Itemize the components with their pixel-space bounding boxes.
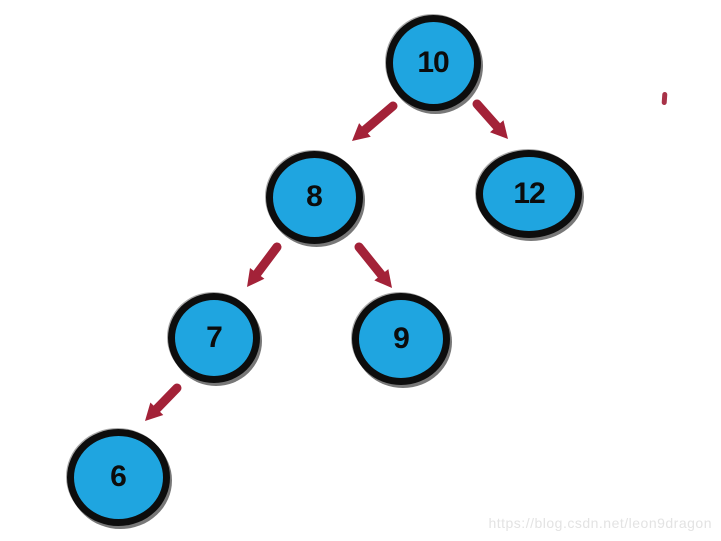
tree-node-12: 12	[476, 150, 582, 238]
tree-edge-n7-n6	[145, 383, 182, 421]
tree-edge-n10-n12	[472, 99, 508, 139]
watermark-text: https://blog.csdn.net/leon9dragon	[488, 515, 712, 531]
tree-edge-n10-n8	[352, 101, 398, 141]
tree-edge-n8-n9	[354, 242, 392, 288]
tree-node-label: 8	[306, 180, 323, 213]
tree-node-7: 7	[168, 293, 260, 383]
stray-pen-mark	[661, 91, 668, 106]
tree-edge-n8-n7	[247, 242, 282, 287]
tree-node-9: 9	[352, 293, 450, 385]
tree-node-10: 10	[385, 15, 481, 111]
tree-node-8: 8	[265, 150, 363, 244]
tree-node-6: 6	[66, 428, 170, 526]
tree-node-label: 6	[110, 460, 127, 493]
tree-node-label: 12	[513, 177, 545, 210]
tree-node-label: 7	[206, 321, 223, 354]
tree-node-label: 9	[393, 322, 410, 355]
tree-node-label: 10	[417, 46, 449, 79]
